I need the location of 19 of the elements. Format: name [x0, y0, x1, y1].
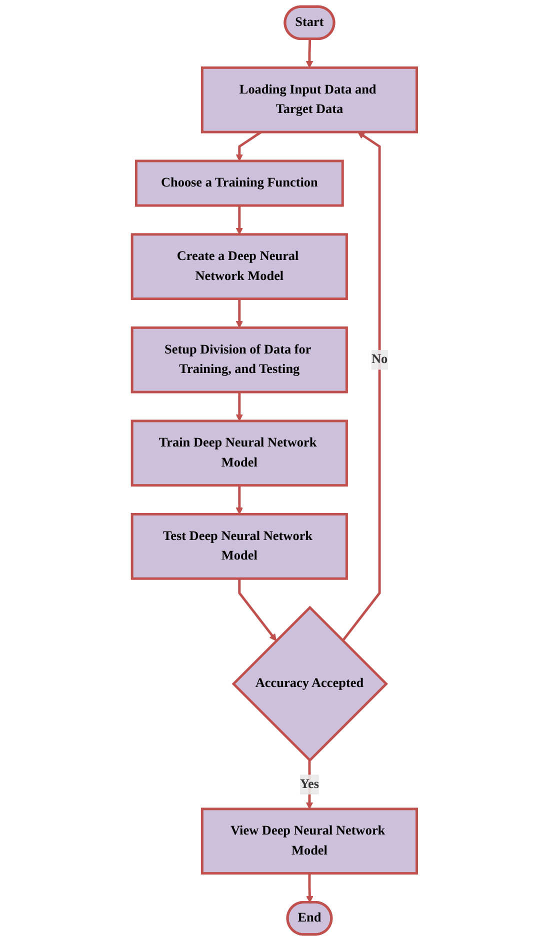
arrow [342, 132, 381, 642]
node-diamond: Accuracy Accepted [232, 606, 388, 762]
node-box: Loading Input Data and Target Data [200, 66, 418, 134]
node-box: Setup Division of Data for Training, and Testing [130, 326, 348, 394]
arrow [236, 485, 244, 515]
node-box: Choose a Training Function [135, 160, 344, 207]
arrow [236, 206, 244, 235]
arrow [236, 131, 262, 162]
arrow [236, 392, 244, 422]
arrow [238, 578, 277, 642]
node-box: Train Deep Neural Network Model [130, 420, 348, 487]
arrow [306, 873, 314, 903]
node-box: Create a Deep Neural Network Model [130, 233, 348, 300]
edge-label: No [372, 352, 388, 366]
arrow [236, 298, 244, 328]
arrow [306, 39, 314, 68]
node-box: Test Deep Neural Network Model [130, 512, 348, 580]
node-box: View Deep Neural Network Model [200, 808, 418, 875]
edge-label: Yes [300, 777, 320, 792]
